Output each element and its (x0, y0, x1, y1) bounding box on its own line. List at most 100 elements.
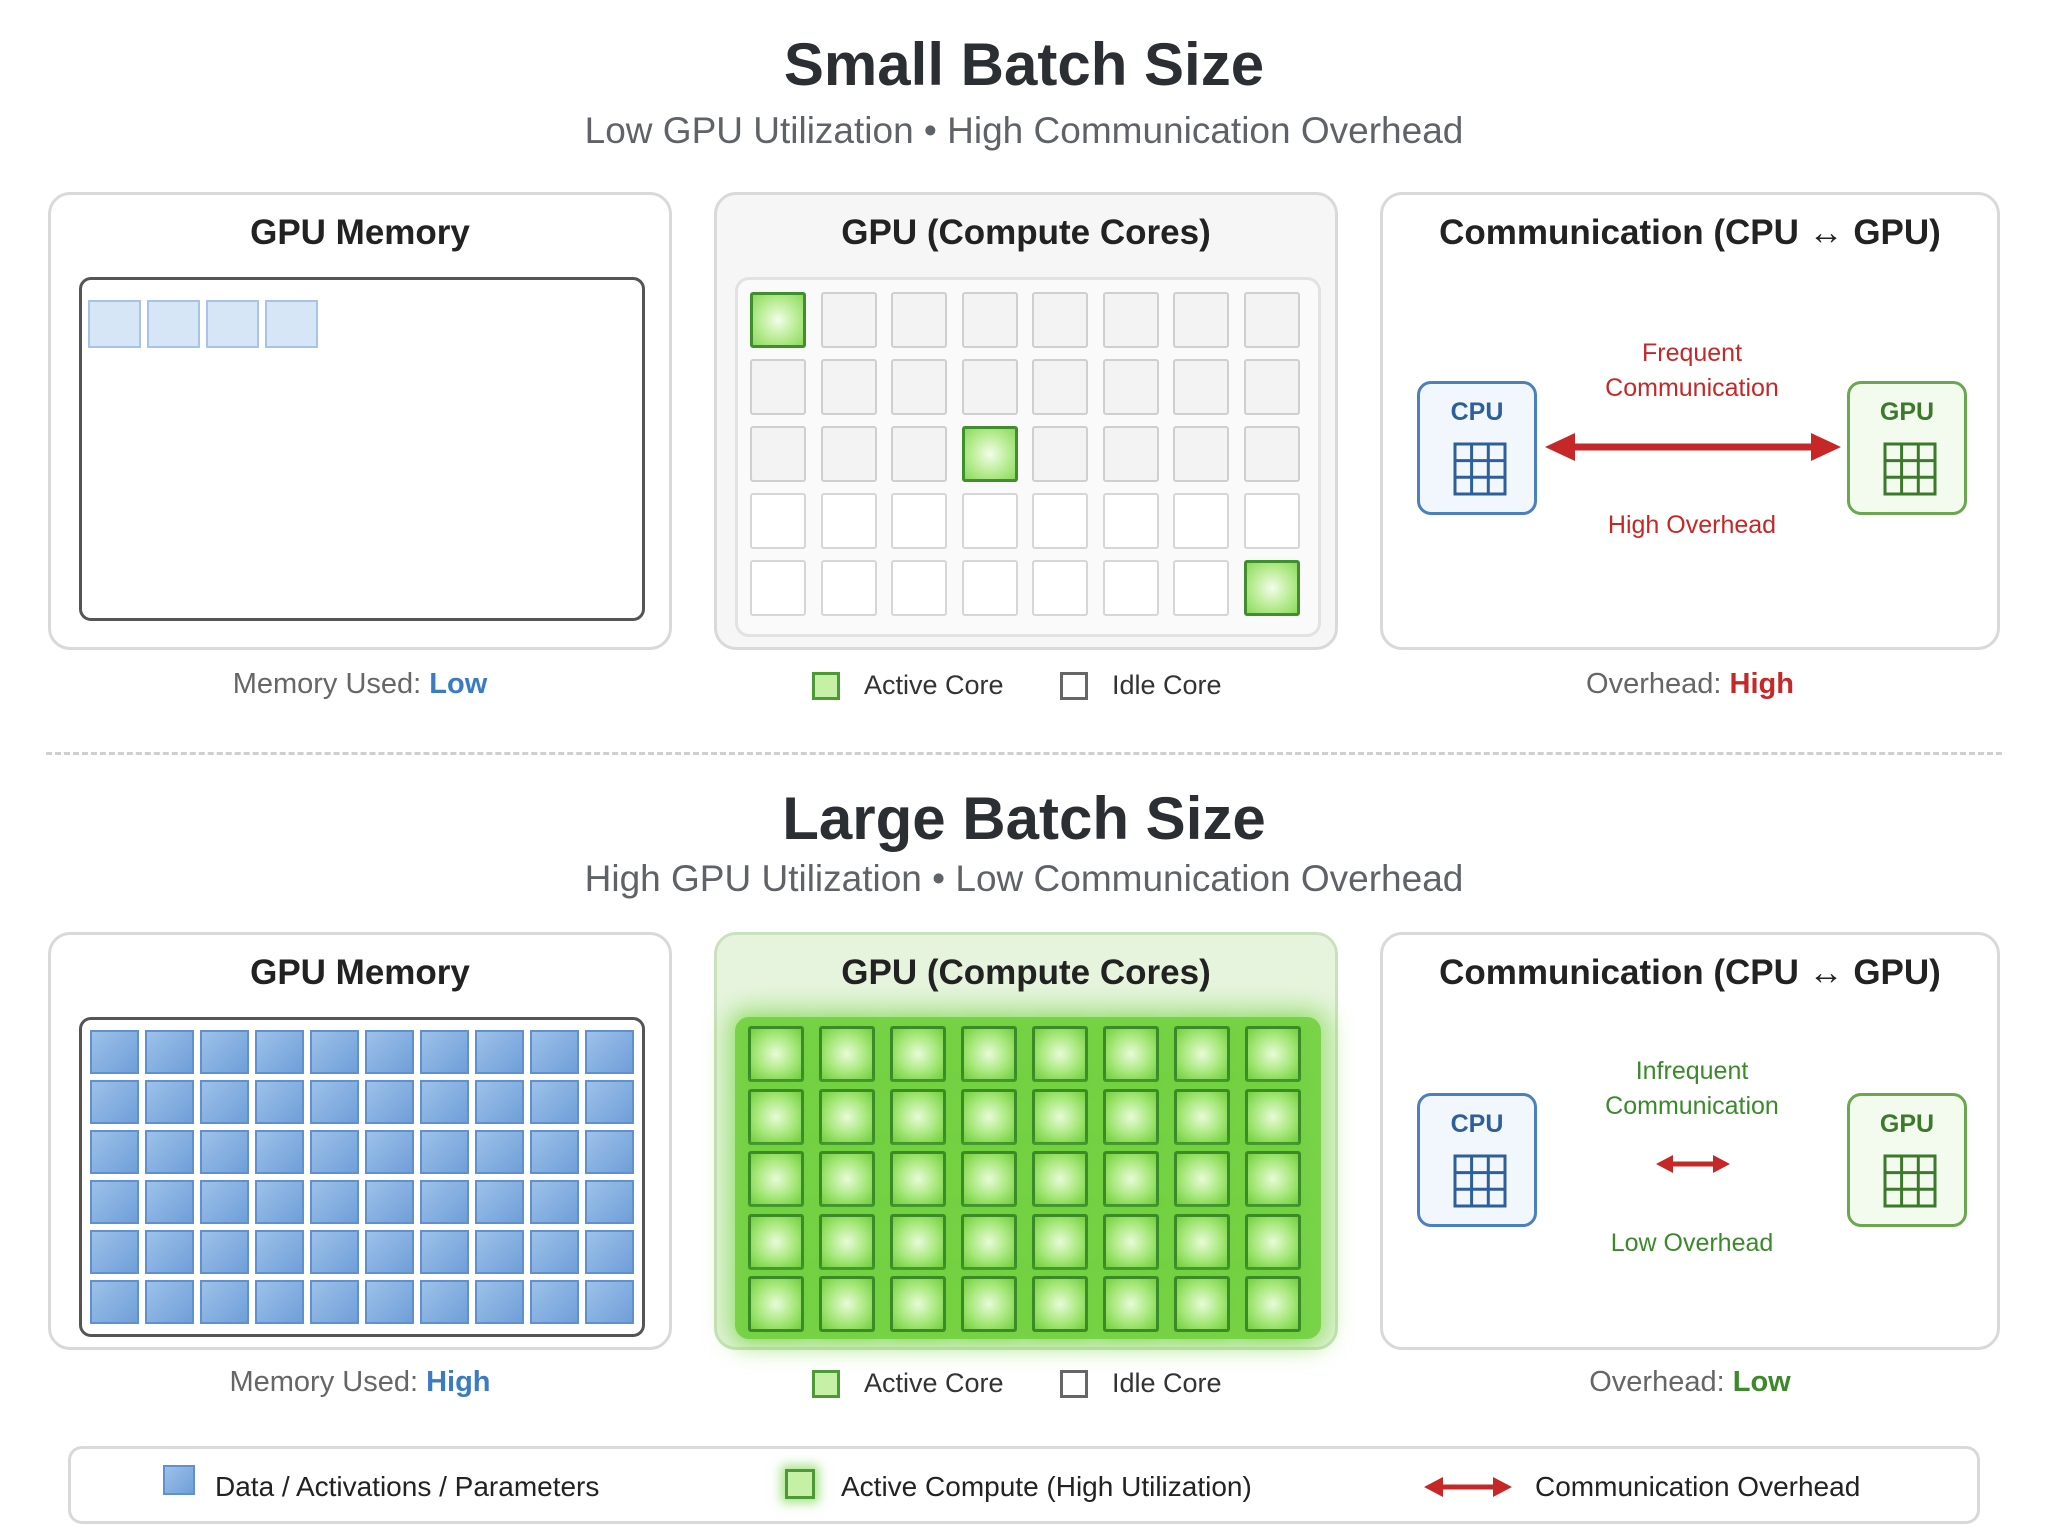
idle-core (750, 560, 806, 616)
memory-block (585, 1180, 634, 1224)
core-grid (735, 277, 1321, 637)
idle-core (1173, 493, 1229, 549)
memory-block (145, 1080, 194, 1124)
memory-block (530, 1280, 579, 1324)
small-batch-subtitle: Low GPU Utilization • High Communication… (584, 110, 1464, 151)
memory-block (365, 1030, 414, 1074)
active-core (961, 1213, 1017, 1270)
memory-block (420, 1230, 469, 1274)
memory-block (265, 300, 318, 348)
memory-block (90, 1180, 139, 1224)
overhead-caption-value: Low (1732, 1366, 1791, 1398)
comm-line1: Frequent (1641, 339, 1743, 367)
idle-core (961, 493, 1018, 549)
legend-comm-label: Communication Overhead (1535, 1471, 1861, 1502)
active-core (1103, 1151, 1159, 1207)
active-core (1245, 1026, 1301, 1082)
memory-block (255, 1030, 304, 1074)
memory-block (90, 1230, 139, 1274)
grid-icon (1883, 442, 1937, 496)
active-core (819, 1088, 875, 1145)
memory-block (90, 1130, 139, 1174)
memory-block (530, 1180, 579, 1224)
idle-core (750, 359, 806, 415)
active-core (1032, 1151, 1088, 1207)
panel-title: GPU Memory (250, 213, 470, 252)
active-compute-swatch (785, 1469, 815, 1499)
memory-block (310, 1280, 359, 1324)
grid-icon (1883, 1154, 1937, 1208)
high-overhead-label: High Overhead (1607, 511, 1777, 539)
communication-arrow-icon (1424, 1477, 1512, 1497)
memory-block (255, 1080, 304, 1124)
active-core (748, 1213, 804, 1270)
idle-core (1173, 359, 1229, 415)
memory-block (365, 1280, 414, 1324)
memory-block (585, 1080, 634, 1124)
communication-arrow (1656, 1155, 1730, 1173)
data-swatch (163, 1465, 195, 1495)
section-divider (46, 752, 2002, 755)
active-core (1245, 1213, 1301, 1270)
active-core (748, 1276, 804, 1332)
low-overhead-label: Low Overhead (1610, 1229, 1774, 1257)
memory-block (145, 1280, 194, 1324)
memory-block (365, 1180, 414, 1224)
large-gpu-memory-panel: GPU Memory (48, 932, 672, 1350)
memory-block (255, 1280, 304, 1324)
memory-caption-value: Low (429, 668, 488, 700)
memory-block (420, 1080, 469, 1124)
overhead-caption-value: High (1729, 668, 1794, 700)
memory-block (585, 1030, 634, 1074)
active-core (1174, 1026, 1230, 1082)
gpu-label: GPU (1879, 1110, 1935, 1138)
active-core (1174, 1276, 1230, 1332)
panel-title: GPU Memory (250, 953, 470, 992)
active-core (1032, 1276, 1088, 1332)
memory-block (585, 1230, 634, 1274)
memory-block (585, 1130, 634, 1174)
active-core (1174, 1088, 1230, 1145)
active-core (961, 1276, 1017, 1332)
memory-block (145, 1180, 194, 1224)
active-core (890, 1213, 946, 1270)
overhead-caption-label: Overhead: (1586, 668, 1730, 700)
memory-block (200, 1130, 249, 1174)
idle-core-label: Idle Core (1112, 670, 1222, 700)
active-core (819, 1213, 875, 1270)
idle-core (820, 426, 877, 482)
active-core (748, 1026, 804, 1082)
memory-caption-label: Memory Used: (229, 1366, 427, 1398)
idle-core (1102, 359, 1159, 415)
memory-block (420, 1030, 469, 1074)
memory-caption-value: High (426, 1366, 491, 1398)
memory-block (255, 1230, 304, 1274)
memory-block (530, 1130, 579, 1174)
memory-block (145, 1130, 194, 1174)
grid-icon (1453, 1154, 1507, 1208)
idle-core (1032, 560, 1088, 616)
active-core (961, 1026, 1017, 1082)
memory-block (420, 1130, 469, 1174)
memory-block (365, 1230, 414, 1274)
memory-block (310, 1130, 359, 1174)
memory-block (475, 1130, 524, 1174)
active-core (890, 1026, 946, 1082)
cpu-chip: CPU (1417, 1093, 1537, 1227)
idle-core (961, 359, 1018, 415)
memory-block (310, 1180, 359, 1224)
memory-block (200, 1030, 249, 1074)
gpu-chip: GPU (1847, 1093, 1967, 1227)
idle-core (1032, 359, 1088, 415)
active-core (1245, 1151, 1301, 1207)
memory-block (310, 1230, 359, 1274)
memory-caption-label: Memory Used: (232, 668, 430, 700)
active-core (961, 1151, 1017, 1207)
memory-block (255, 1130, 304, 1174)
memory-block (310, 1080, 359, 1124)
idle-core (1102, 560, 1159, 616)
idle-core (750, 493, 806, 549)
small-memory-caption: Memory Used: Low (48, 668, 672, 701)
active-core-label: Active Core (864, 670, 1004, 700)
idle-core (1173, 560, 1229, 616)
